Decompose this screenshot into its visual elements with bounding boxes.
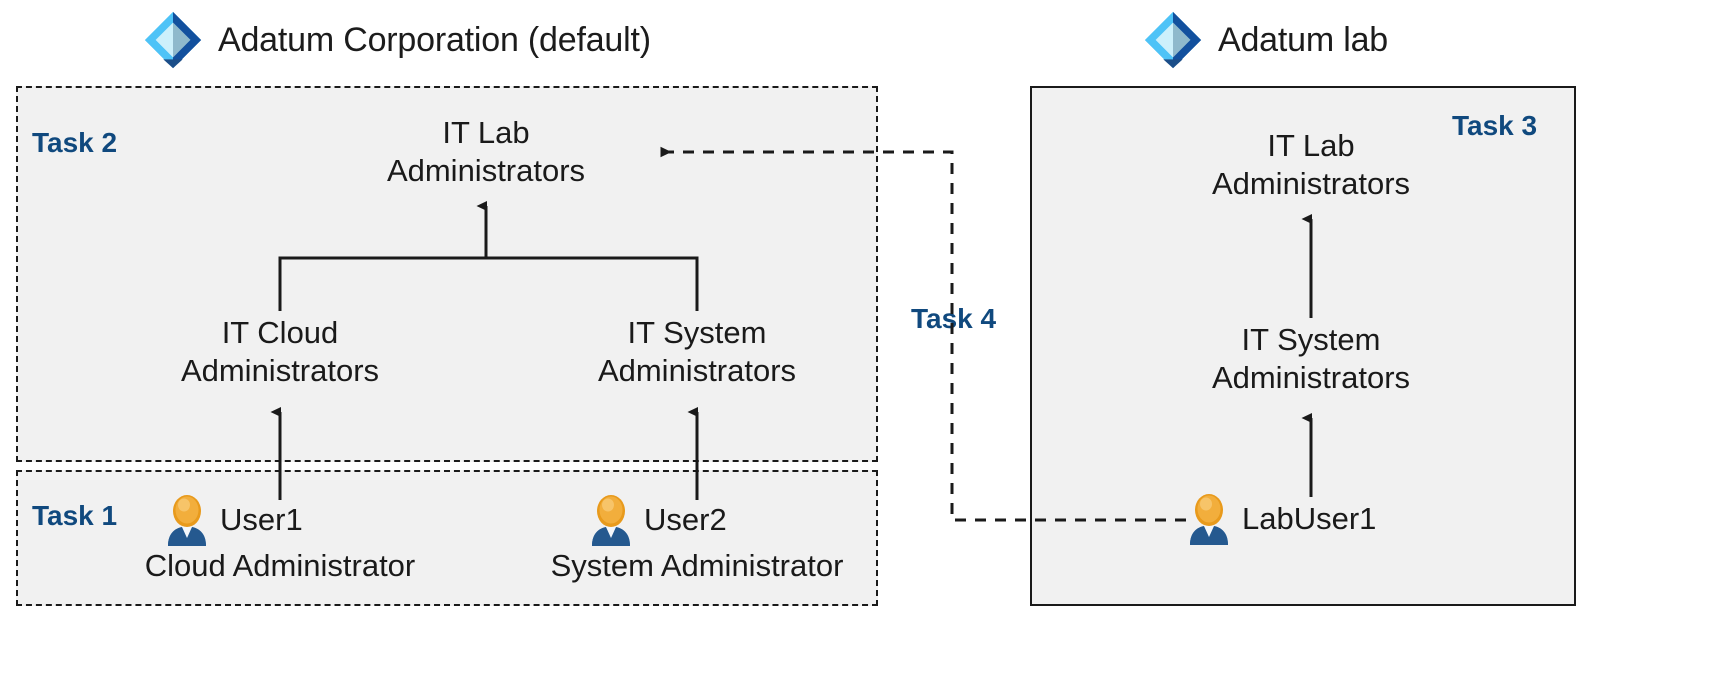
group-lab-it-system-administrators: IT System Administrators bbox=[1161, 321, 1461, 397]
task-3-label: Task 3 bbox=[1452, 110, 1538, 141]
user-role-user1: Cloud Administrator bbox=[144, 548, 416, 583]
azure-ad-icon bbox=[1142, 9, 1204, 71]
user-entry-user2: User2 bbox=[588, 494, 727, 546]
group-label-line2: Administrators bbox=[597, 353, 797, 388]
group-label-line2: Administrators bbox=[1211, 166, 1411, 201]
group-label-line2: Administrators bbox=[1211, 360, 1411, 395]
group-corp-it-cloud-administrators: IT Cloud Administrators bbox=[130, 314, 430, 390]
user-icon bbox=[164, 494, 210, 546]
tenant-title: Adatum Corporation (default) bbox=[218, 20, 651, 59]
user-icon bbox=[1186, 493, 1232, 545]
group-label-line2: Administrators bbox=[386, 153, 586, 188]
azure-ad-icon bbox=[142, 9, 204, 71]
task-4-label: Task 4 bbox=[911, 303, 997, 334]
tenant-title: Adatum lab bbox=[1218, 20, 1388, 59]
group-lab-it-lab-administrators: IT Lab Administrators bbox=[1161, 127, 1461, 203]
group-corp-it-system-administrators: IT System Administrators bbox=[547, 314, 847, 390]
user-role-user2: System Administrator bbox=[550, 548, 844, 583]
user-name: LabUser1 bbox=[1242, 501, 1377, 536]
user-name: User1 bbox=[220, 502, 303, 537]
task-1-region bbox=[16, 470, 878, 606]
task-2-label: Task 2 bbox=[32, 127, 118, 158]
group-corp-it-lab-administrators: IT Lab Administrators bbox=[336, 114, 636, 190]
user-entry-user1: User1 bbox=[164, 494, 303, 546]
group-label-line1: IT System bbox=[627, 315, 767, 350]
group-label-line1: IT Lab bbox=[1267, 128, 1355, 163]
group-label-line2: Administrators bbox=[180, 353, 380, 388]
group-label-line1: IT Lab bbox=[442, 115, 530, 150]
group-label-line1: IT System bbox=[1241, 322, 1381, 357]
user-icon bbox=[588, 494, 634, 546]
task-1-label: Task 1 bbox=[32, 500, 118, 531]
user-name: User2 bbox=[644, 502, 727, 537]
user-entry-labuser1: LabUser1 bbox=[1186, 493, 1376, 545]
tenant-header-adatum-corporation: Adatum Corporation (default) bbox=[142, 9, 651, 71]
group-label-line1: IT Cloud bbox=[221, 315, 339, 350]
tenant-header-adatum-lab: Adatum lab bbox=[1142, 9, 1388, 71]
